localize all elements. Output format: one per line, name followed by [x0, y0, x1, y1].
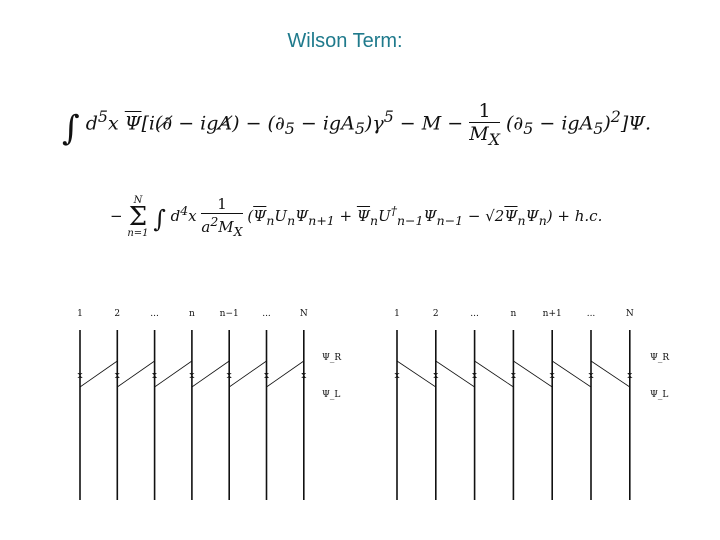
site-label: 1 [394, 309, 400, 319]
psi-r-label: Ψ_R [650, 353, 669, 363]
psi-r-label: Ψ_R [322, 353, 341, 363]
site-label: ... [587, 309, 596, 319]
node-mark: x [189, 371, 194, 381]
node-mark: x [433, 371, 438, 381]
node-mark: x [227, 371, 232, 381]
site-label: 2 [114, 309, 120, 319]
site-label: 2 [433, 309, 439, 319]
node-mark: x [152, 371, 157, 381]
node-mark: x [77, 371, 82, 381]
node-mark: x [264, 371, 269, 381]
node-mark: x [115, 371, 120, 381]
hopping-link [228, 360, 267, 388]
hopping-link [551, 360, 592, 388]
lattice-equation: − N Σ n=1 ∫ d4x 1 a2MX (ΨnUnΨn+1 + ΨnU†n… [110, 195, 603, 239]
hopping-link [191, 360, 230, 388]
site-label: ... [150, 309, 159, 319]
site-label: 1 [77, 309, 83, 319]
hopping-link [117, 360, 155, 388]
site-label: ... [262, 309, 271, 319]
site-label: n [189, 309, 195, 319]
node-mark: x [394, 371, 399, 381]
node-mark: x [472, 371, 477, 381]
hopping-link [266, 360, 305, 388]
site-label: N [300, 309, 308, 319]
hopping-link [154, 360, 193, 388]
hopping-link [474, 360, 514, 388]
site-label: N [626, 309, 634, 319]
site-label: n−1 [220, 309, 239, 319]
site-label: ... [470, 309, 479, 319]
hopping-link [513, 360, 553, 388]
hopping-link [435, 360, 475, 388]
site-label: n+1 [543, 309, 562, 319]
node-mark: x [550, 371, 555, 381]
psi-l-label: Ψ_L [650, 390, 668, 400]
node-mark: x [511, 371, 516, 381]
node-mark: x [627, 371, 632, 381]
node-mark: x [301, 371, 306, 381]
hopping-link [396, 360, 437, 388]
site-label: n [511, 309, 517, 319]
hopping-link [79, 360, 118, 388]
continuum-equation: ∫ d5x Ψ[i(∂̸ − igA̸) − (∂5 − igA5)γ5 − M… [62, 100, 651, 149]
hopping-link [590, 360, 631, 388]
psi-l-label: Ψ_L [322, 390, 340, 400]
slide-title: Wilson Term: [287, 30, 403, 52]
node-mark: x [588, 371, 593, 381]
